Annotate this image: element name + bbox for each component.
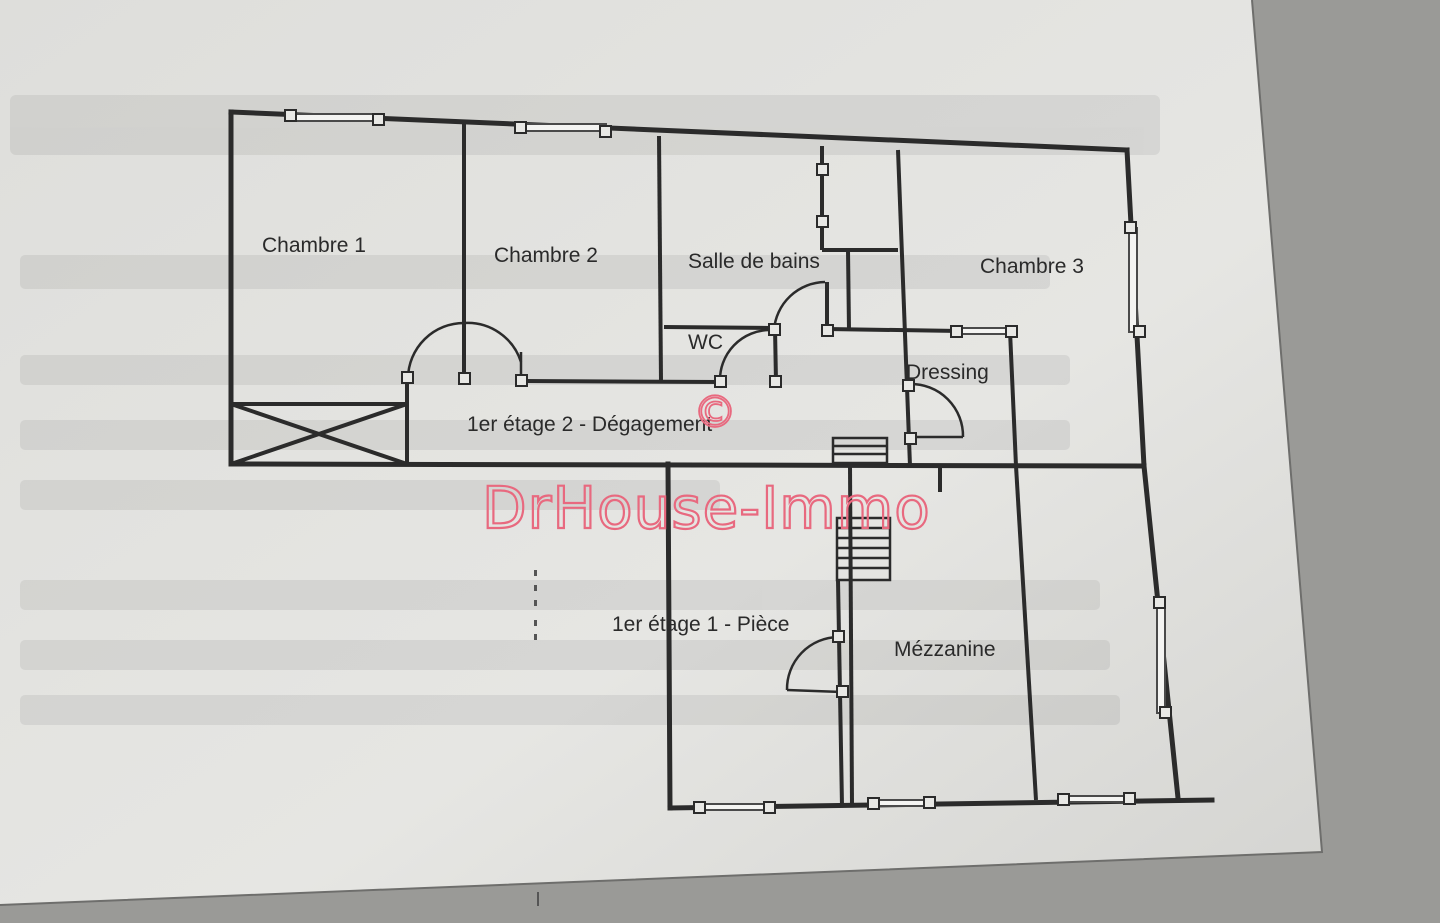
- label-dressing: Dressing: [906, 361, 989, 384]
- label-chambre-3: Chambre 3: [980, 255, 1084, 278]
- interior-walls: [229, 124, 1038, 807]
- label-wc: WC: [688, 331, 723, 354]
- scan-marks: [534, 570, 539, 906]
- label-chambre-2: Chambre 2: [494, 244, 598, 267]
- door-swings: [406, 280, 965, 694]
- label-piece: 1er étage 1 - Pièce: [612, 613, 789, 636]
- staircase: [831, 436, 892, 582]
- watermark-text: DrHouse-Immo: [482, 474, 931, 542]
- wall-nodes: [284, 109, 1172, 814]
- label-mezzanine: Mézzanine: [894, 638, 996, 661]
- label-salle-de-bains: Salle de bains: [688, 250, 820, 273]
- watermark-copyright-symbol: ©: [693, 387, 737, 438]
- label-chambre-1: Chambre 1: [262, 234, 366, 257]
- paper-edge: [0, 0, 1324, 906]
- label-degagement: 1er étage 2 - Dégagement: [467, 413, 712, 436]
- paper-sheet: [0, 0, 1322, 905]
